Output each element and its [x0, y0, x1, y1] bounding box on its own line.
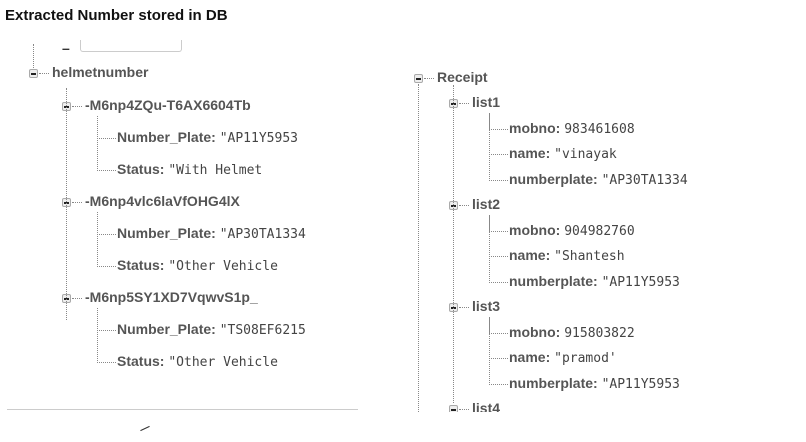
- field-value: "Other Vehicle: [168, 259, 278, 274]
- field-value: "AP11Y5953: [219, 131, 298, 146]
- minus-icon: –: [62, 40, 70, 56]
- collapse-toggle-icon[interactable]: [29, 69, 38, 78]
- field-value: "pramod': [554, 351, 617, 366]
- divider: [7, 409, 358, 410]
- field-key: mobno:: [509, 323, 561, 340]
- field-value: "Other Vehicle: [168, 355, 278, 370]
- tree-line: [453, 85, 454, 403]
- field-key: numberplate:: [509, 374, 598, 391]
- field-key: name:: [509, 145, 551, 161]
- tree-node-list2[interactable]: list2: [472, 196, 501, 212]
- field-key: name:: [509, 349, 551, 365]
- field-key: Number_Plate:: [117, 225, 216, 241]
- field-value: 904982760: [564, 223, 635, 239]
- tree-node-root[interactable]: helmetnumber: [52, 64, 149, 80]
- tree-line: [72, 202, 82, 203]
- tree-line: [72, 106, 82, 107]
- field-key: mobno:: [509, 221, 561, 238]
- tree-line: [489, 215, 508, 283]
- field-row[interactable]: name: "vinayak: [509, 145, 617, 163]
- field-key: Status:: [117, 257, 165, 273]
- field-row[interactable]: name: "pramod': [509, 349, 617, 367]
- page-title: Extracted Number stored in DB: [5, 7, 228, 24]
- tree-line: [33, 44, 34, 70]
- field-value: "Shantesh: [554, 249, 625, 264]
- edit-field[interactable]: [80, 40, 182, 52]
- field-key: name:: [509, 247, 551, 263]
- field-row[interactable]: Number_Plate: "AP11Y5953: [117, 129, 298, 147]
- field-row[interactable]: numberplate: "AP11Y5953: [509, 273, 680, 291]
- field-row[interactable]: mobno: 983461608: [509, 120, 635, 138]
- cursor-mark: [140, 425, 150, 432]
- field-value: "AP30TA1334: [219, 227, 306, 242]
- field-key: Status:: [117, 353, 165, 369]
- field-row[interactable]: Status: "Other Vehicle: [117, 257, 278, 275]
- tree-line: [459, 409, 469, 410]
- tree-line: [489, 113, 508, 181]
- field-value: "AP30TA1334: [601, 172, 688, 188]
- field-value: "vinayak: [554, 147, 617, 162]
- tree-line: [97, 212, 116, 267]
- tree-line: [459, 103, 469, 104]
- field-value: 983461608: [564, 121, 635, 137]
- field-value: "AP11Y5953: [601, 274, 680, 290]
- tree-line: [97, 308, 116, 363]
- field-row[interactable]: numberplate: "AP11Y5953: [509, 375, 680, 393]
- field-key: mobno:: [509, 119, 561, 136]
- tree-node-list3[interactable]: list3: [472, 298, 501, 314]
- tree-line: [459, 307, 469, 308]
- field-row[interactable]: numberplate: "AP30TA1334: [509, 171, 688, 189]
- field-key: Number_Plate:: [117, 129, 216, 145]
- field-key: Status:: [117, 161, 165, 177]
- field-key: numberplate:: [509, 272, 598, 289]
- tree-node-m6np5sy1xd7vqwvs1p[interactable]: -M6np5SY1XD7VqwvS1p_: [85, 289, 258, 305]
- tree-node-list1[interactable]: list1: [472, 94, 501, 110]
- collapse-toggle-icon[interactable]: [414, 74, 423, 83]
- tree-node-m6np4vlc6lavfohg4lx[interactable]: -M6np4vlc6laVfOHG4lX: [85, 193, 240, 209]
- tree-line: [97, 116, 116, 171]
- tree-line: [418, 84, 419, 416]
- field-row[interactable]: mobno: 915803822: [509, 324, 635, 342]
- field-key: numberplate:: [509, 170, 598, 187]
- tree-line: [39, 73, 49, 74]
- tree-node-root[interactable]: Receipt: [437, 69, 488, 85]
- tree-line: [459, 205, 469, 206]
- field-row[interactable]: Status: "Other Vehicle: [117, 353, 278, 371]
- field-key: Number_Plate:: [117, 321, 216, 337]
- field-row[interactable]: mobno: 904982760: [509, 222, 635, 240]
- tree-line: [72, 298, 82, 299]
- tree-node-m6np4zqut6ax6604tb[interactable]: -M6np4ZQu-T6AX6604Tb: [85, 97, 251, 113]
- tree-line: [424, 78, 434, 79]
- field-value: "With Helmet: [168, 163, 263, 178]
- field-value: 915803822: [564, 325, 635, 341]
- tree-line: [489, 317, 508, 385]
- field-row[interactable]: name: "Shantesh: [509, 247, 625, 265]
- clip-mask: [400, 412, 806, 442]
- field-row[interactable]: Number_Plate: "AP30TA1334: [117, 225, 306, 243]
- field-value: "AP11Y5953: [601, 376, 680, 392]
- field-value: "TS08EF6215: [219, 323, 306, 338]
- field-row[interactable]: Status: "With Helmet: [117, 161, 262, 179]
- tree-line: [66, 88, 67, 320]
- field-row[interactable]: Number_Plate: "TS08EF6215: [117, 321, 306, 339]
